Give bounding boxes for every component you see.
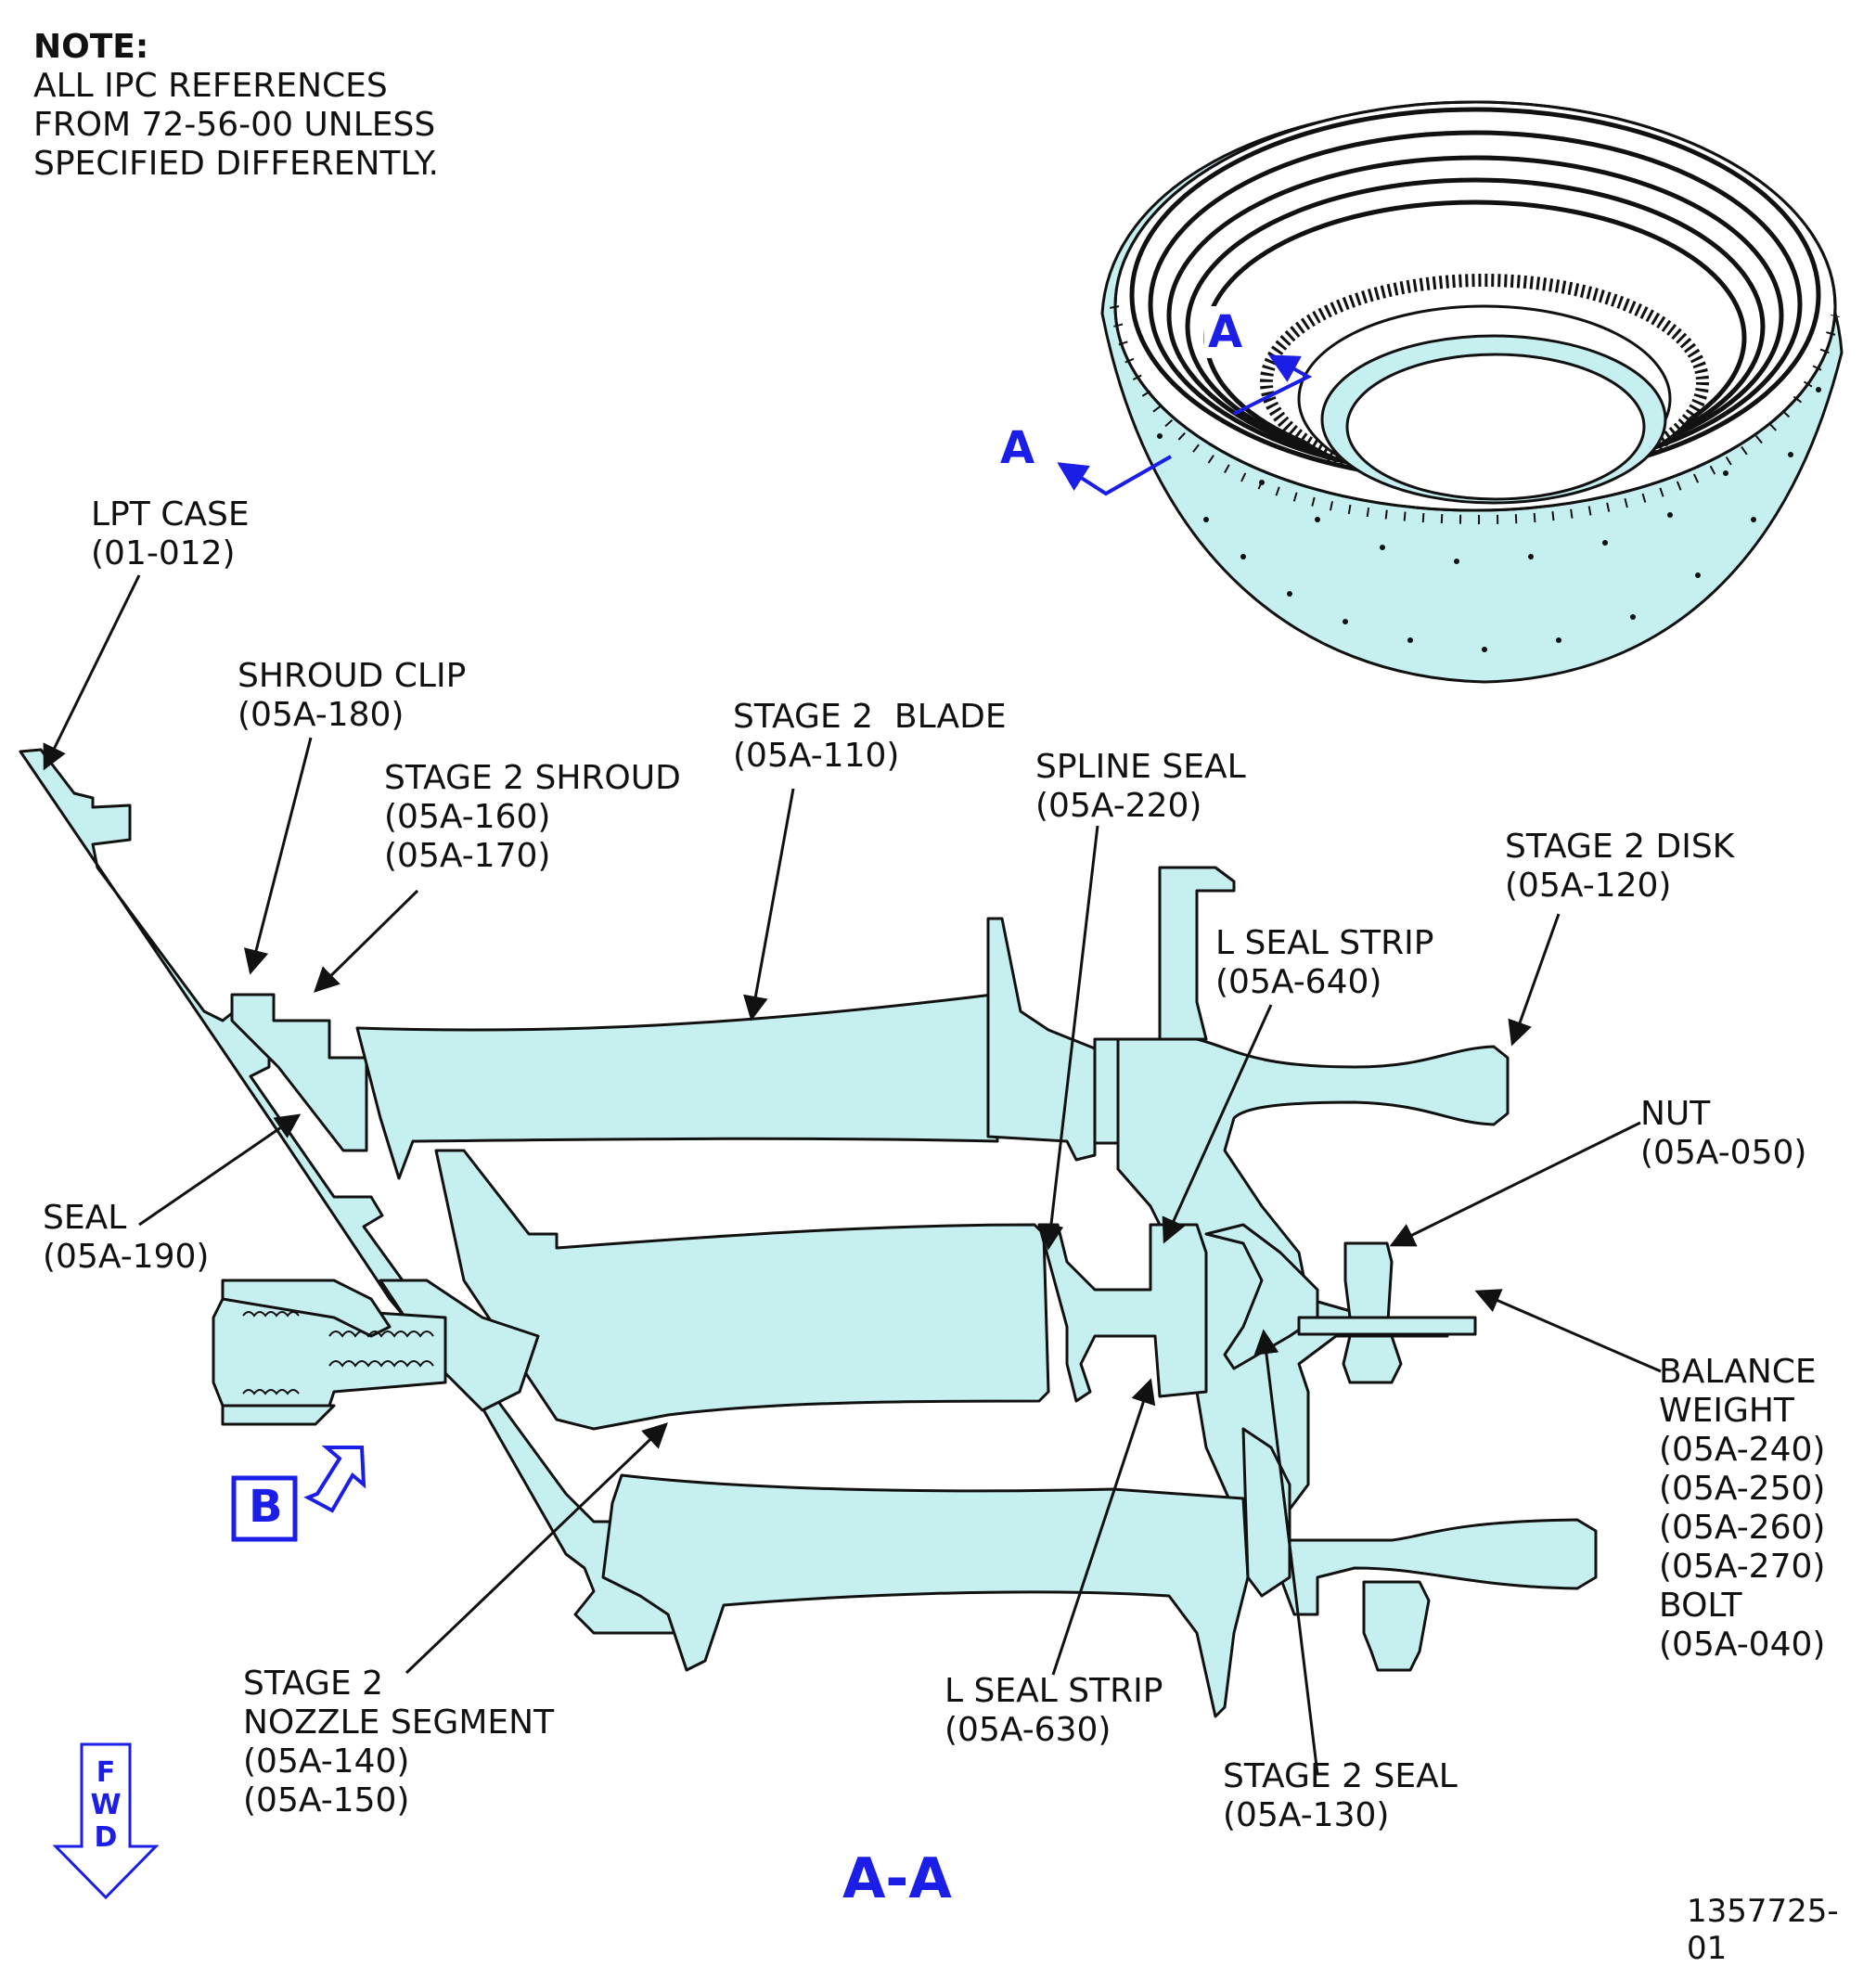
label-l-seal-strip-640: L SEAL STRIP (05A-640) [1215, 924, 1433, 1002]
seal-housing-outer [221, 1279, 392, 1338]
leader-nut [1389, 1121, 1641, 1247]
label-stage2-shroud: STAGE 2 SHROUD (05A-160) (05A-170) [384, 759, 681, 876]
lpt-case-wall [19, 748, 707, 1635]
label-spline-seal-line-1: SPLINE SEAL [1035, 748, 1246, 786]
label-shroud-clip-line-1: SHROUD CLIP [238, 657, 467, 695]
leader-balance-weight [1474, 1289, 1662, 1373]
label-bolt-line-1: BOLT [1659, 1587, 1742, 1625]
fwd-arrow [52, 1742, 160, 1900]
leader-stage2-blade [743, 788, 795, 1022]
section-cut-line-a [1057, 354, 1313, 496]
label-stage2-nozzle-line-4: (05A-150) [243, 1781, 410, 1819]
label-nut: NUT (05A-050) [1640, 1095, 1806, 1173]
label-stage2-nozzle-line-3: (05A-140) [243, 1742, 410, 1781]
label-lpt-case-line-2: (01-012) [91, 534, 236, 572]
label-stage2-disk-line-1: STAGE 2 DISK [1505, 828, 1735, 866]
label-bolt-line-2: (05A-040) [1659, 1626, 1826, 1664]
fwd-letter-w: W [90, 1789, 122, 1821]
label-stage2-shroud-line-2: (05A-160) [384, 798, 551, 836]
leader-l-seal-630 [1051, 1378, 1156, 1676]
label-l-seal-strip-630: L SEAL STRIP (05A-630) [944, 1672, 1163, 1750]
label-l-seal-strip-630-line-2: (05A-630) [944, 1711, 1111, 1749]
fwd-letter-d: D [94, 1821, 118, 1854]
leader-shroud-clip [243, 737, 313, 975]
label-l-seal-strip-640-line-2: (05A-640) [1215, 963, 1382, 1001]
label-spline-seal: SPLINE SEAL (05A-220) [1035, 748, 1246, 826]
leader-seal [138, 1113, 302, 1227]
section-a-a [19, 748, 1598, 1718]
label-stage2-nozzle-line-2: NOZZLE SEGMENT [243, 1703, 555, 1742]
label-stage2-seal-line-2: (05A-130) [1223, 1796, 1390, 1834]
seal-housing-inner [221, 1404, 336, 1426]
leader-stage2-nozzle [405, 1422, 668, 1675]
label-stage2-seal-line-1: STAGE 2 SEAL [1223, 1757, 1458, 1795]
label-lpt-case-line-1: LPT CASE [91, 495, 250, 534]
label-shroud-clip: SHROUD CLIP (05A-180) [238, 657, 466, 735]
disk-web [1093, 1037, 1120, 1145]
stage2-nozzle-segment [434, 1149, 1050, 1431]
leader-l-seal-640 [1162, 1004, 1273, 1244]
spring-coils [242, 1311, 434, 1395]
aft-blade [601, 1473, 1250, 1718]
label-balance-weight-line-3: (05A-240) [1659, 1431, 1826, 1469]
label-balance-weight-line-4: (05A-250) [1659, 1470, 1826, 1508]
lpt-case-isometric [1100, 100, 1844, 684]
label-stage2-disk: STAGE 2 DISK (05A-120) [1505, 828, 1734, 906]
note-line-2: FROM 72-56-00 UNLESS [33, 106, 436, 144]
label-stage2-nozzle-line-1: STAGE 2 [243, 1665, 384, 1703]
label-stage2-shroud-line-1: STAGE 2 SHROUD [384, 759, 681, 797]
leader-lpt-case [43, 574, 141, 771]
leader-lines [43, 574, 1662, 1775]
label-stage2-blade-line-1: STAGE 2 BLADE [733, 698, 1007, 736]
leader-stage2-seal [1253, 1329, 1319, 1775]
detail-b-box [231, 1475, 298, 1542]
label-spline-seal-line-2: (05A-220) [1035, 787, 1202, 825]
label-stage2-nozzle: STAGE 2 NOZZLE SEGMENT (05A-140) (05A-15… [243, 1665, 554, 1820]
note-line-1: ALL IPC REFERENCES [33, 67, 388, 105]
label-seal-line-1: SEAL [43, 1199, 127, 1237]
detail-b-label: B [249, 1481, 283, 1533]
label-lpt-case: LPT CASE (01-012) [91, 495, 250, 573]
aft-bolt [1362, 1580, 1431, 1672]
label-balance-weight-line-5: (05A-260) [1659, 1509, 1826, 1547]
aft-vane-root [1241, 1427, 1291, 1598]
fwd-letter-f: F [96, 1756, 116, 1789]
detail-b-view-arrow [303, 1446, 366, 1513]
bolt-head [1342, 1334, 1403, 1384]
spline-seal [1037, 1223, 1208, 1403]
label-balance-weight: BALANCE WEIGHT (05A-240) (05A-250) (05A-… [1659, 1353, 1825, 1665]
label-stage2-blade: STAGE 2 BLADE (05A-110) [733, 698, 1007, 776]
leader-stage2-shroud [314, 889, 419, 993]
section-marker-a-right: A [1204, 306, 1247, 358]
note-title: NOTE: [33, 28, 149, 66]
label-stage2-seal: STAGE 2 SEAL (05A-130) [1223, 1757, 1458, 1835]
label-stage2-disk-line-2: (05A-120) [1505, 867, 1672, 905]
label-nut-line-1: NUT [1640, 1095, 1711, 1133]
label-balance-weight-line-2: WEIGHT [1659, 1392, 1794, 1430]
leader-spline-seal [1038, 825, 1099, 1251]
label-l-seal-strip-640-line-1: L SEAL STRIP [1215, 924, 1434, 962]
case-surface-dots [1157, 387, 1821, 652]
label-nut-line-2: (05A-050) [1640, 1134, 1807, 1172]
label-seal: SEAL (05A-190) [43, 1199, 209, 1277]
label-stage2-blade-line-2: (05A-110) [733, 737, 900, 775]
section-title: A-A [842, 1846, 952, 1911]
label-shroud-clip-line-2: (05A-180) [238, 696, 405, 734]
section-marker-a-left: A [1000, 422, 1035, 474]
label-stage2-shroud-line-3: (05A-170) [384, 837, 551, 875]
label-balance-weight-line-1: BALANCE [1659, 1353, 1817, 1391]
label-seal-line-2: (05A-190) [43, 1238, 210, 1276]
label-balance-weight-line-6: (05A-270) [1659, 1548, 1826, 1586]
figure-number: 1357725-01 [1687, 1893, 1839, 1967]
stage2-blade [355, 993, 999, 1180]
leader-stage2-disk [1508, 913, 1561, 1047]
label-l-seal-strip-630-line-1: L SEAL STRIP [944, 1672, 1163, 1710]
balance-weight [1297, 1316, 1477, 1336]
blade-platform [986, 917, 1097, 1162]
note-line-3: SPECIFIED DIFFERENTLY. [33, 145, 439, 183]
